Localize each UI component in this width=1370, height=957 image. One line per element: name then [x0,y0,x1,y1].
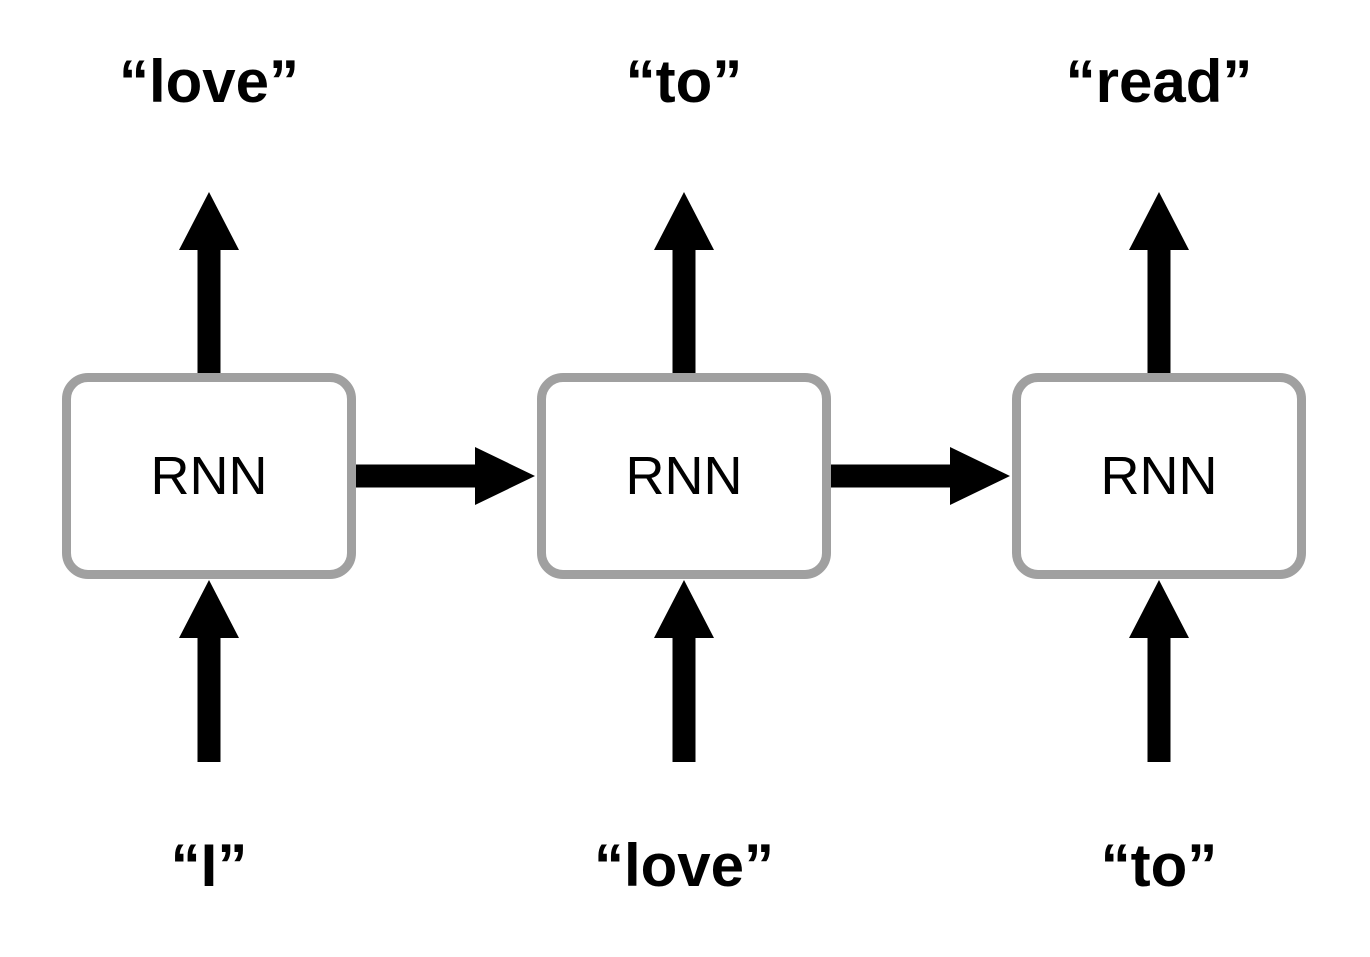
rnn-cell-label-1: RNN [625,446,743,506]
hidden-state-right-arrow-icon-1 [356,447,535,505]
output-up-arrow-icon-1 [179,192,239,373]
rnn-cell-label-2: RNN [1100,446,1218,506]
input-up-arrow-icon-3 [1129,580,1189,762]
rnn-cell-1: RNN [537,373,831,579]
hidden-state-right-arrow-icon-2 [831,447,1010,505]
output-word-label-1: “love” [118,48,300,115]
rnn-cell-0: RNN [62,373,356,579]
input-up-arrow-icon-1 [179,580,239,762]
input-up-arrow-icon-2 [654,580,714,762]
output-up-arrow-icon-2 [654,192,714,373]
input-word-label-1: “I” [170,832,248,899]
rnn-cell-label-0: RNN [150,446,268,506]
output-up-arrow-icon-3 [1129,192,1189,373]
output-word-label-3: “read” [1065,48,1253,115]
rnn-cell-2: RNN [1012,373,1306,579]
output-word-label-2: “to” [625,48,743,115]
input-word-label-2: “love” [593,832,775,899]
input-word-label-3: “to” [1100,832,1218,899]
